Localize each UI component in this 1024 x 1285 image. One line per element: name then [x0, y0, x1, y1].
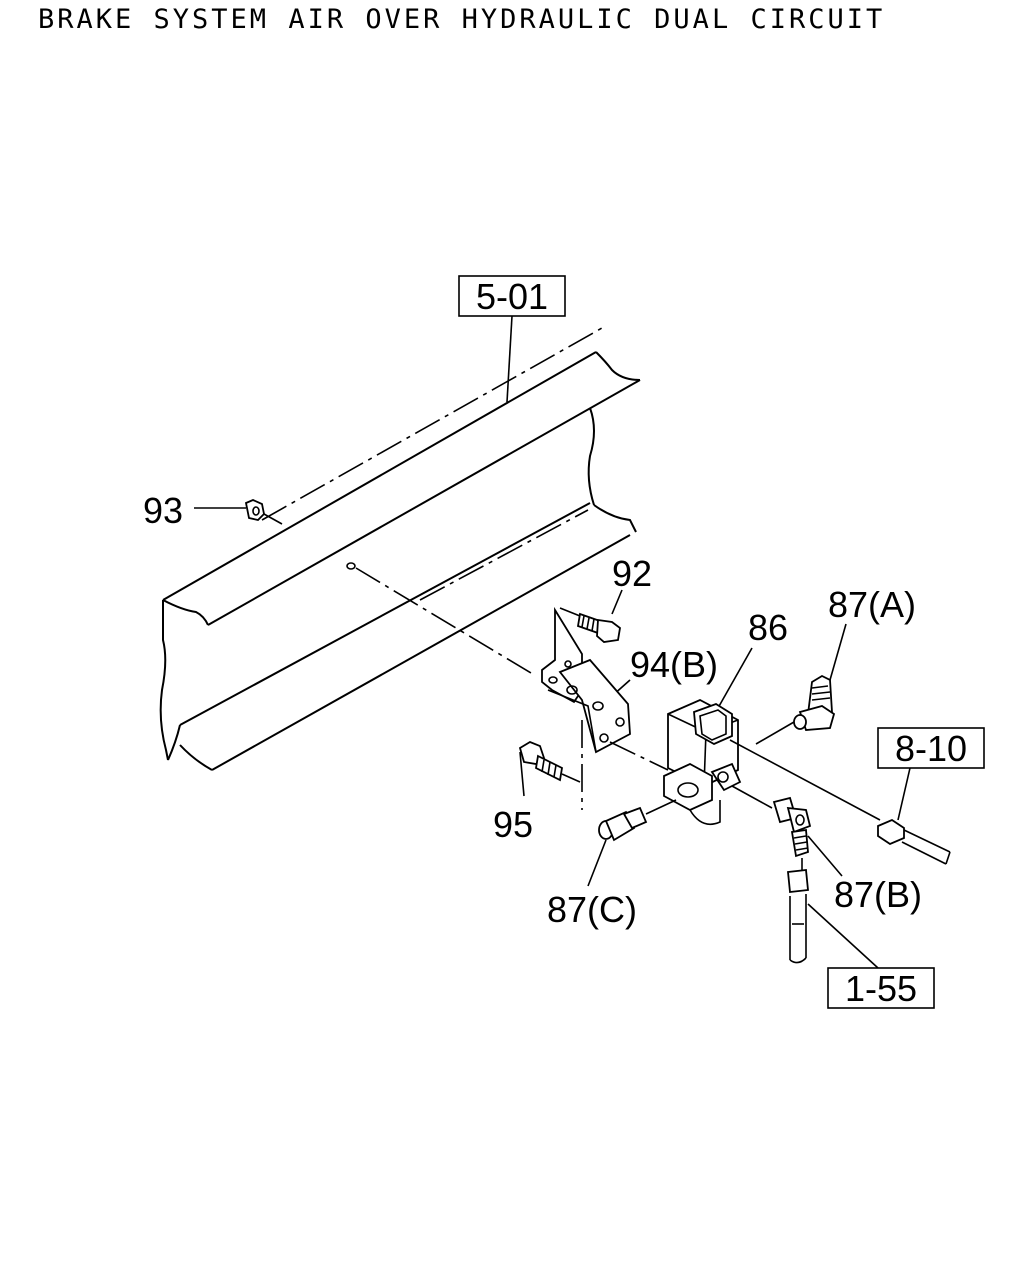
part-label-95: 95 [493, 804, 533, 845]
part-87c-fitting[interactable]: 87(C) [547, 799, 677, 930]
alignment-line-bracket-valve [609, 741, 669, 771]
alignment-line-valve-8-10 [729, 739, 881, 821]
reference-box-8-10[interactable]: 8-10 [877, 727, 985, 865]
alignment-line-rail-bracket [355, 567, 537, 677]
part-87b-elbow-fitting[interactable]: 87(B) [731, 785, 922, 915]
part-92-bolt[interactable]: 92 [559, 553, 652, 643]
brake-pipe [787, 869, 809, 964]
part-93-nut[interactable]: 93 [143, 490, 283, 531]
reference-label-5-01: 5-01 [476, 276, 548, 317]
part-label-87b: 87(B) [834, 874, 922, 915]
part-label-87c: 87(C) [547, 889, 637, 930]
part-86-valve[interactable]: 86 [663, 607, 788, 826]
part-94b-bracket[interactable]: 94(B) [541, 606, 718, 810]
part-label-94b: 94(B) [630, 644, 718, 685]
part-label-92: 92 [612, 553, 652, 594]
reference-box-5-01[interactable]: 5-01 [458, 275, 566, 403]
reference-label-1-55: 1-55 [845, 968, 917, 1009]
part-label-87a: 87(A) [828, 584, 916, 625]
part-95-bolt[interactable]: 95 [493, 740, 581, 845]
reference-box-1-55[interactable]: 1-55 [807, 903, 935, 1009]
part-label-86: 86 [748, 607, 788, 648]
reference-label-8-10: 8-10 [895, 728, 967, 769]
part-label-93: 93 [143, 490, 183, 531]
diagram-title: BRAKE SYSTEM AIR OVER HYDRAULIC DUAL CIR… [38, 4, 886, 35]
part-87a-elbow-fitting[interactable]: 87(A) [755, 584, 916, 745]
frame-rail [159, 327, 641, 771]
